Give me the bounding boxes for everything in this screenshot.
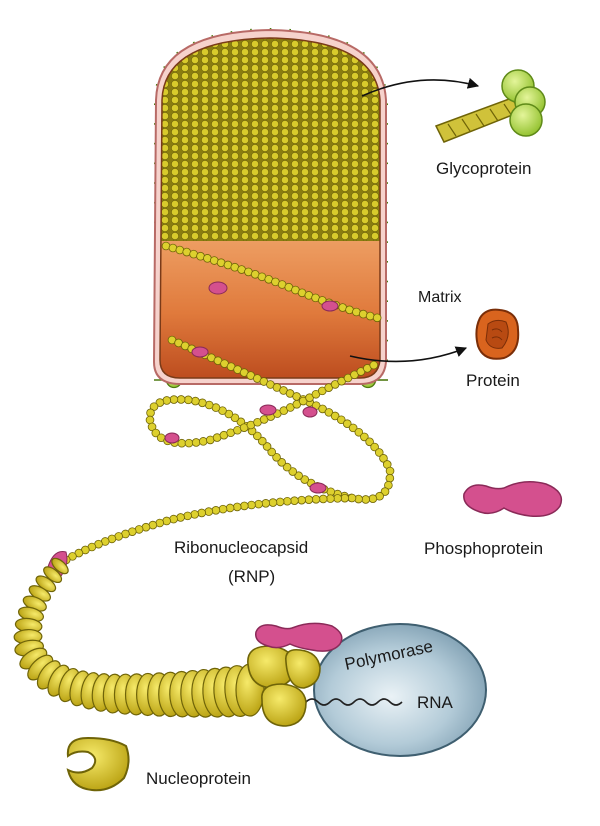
matrix-layer	[160, 225, 380, 378]
matrix-label: Matrix	[418, 289, 462, 306]
nucleocapsid-coil-packed	[160, 38, 380, 241]
ribonucleocapsid-label: Ribonucleocapsid	[174, 538, 308, 557]
glycoprotein-icon	[434, 69, 546, 143]
rna-label: RNA	[417, 693, 454, 712]
arrow-to-protein	[349, 346, 468, 363]
protein-label: Protein	[466, 371, 520, 390]
nucleoprotein-icon	[66, 736, 130, 792]
front-nucleoproteins	[247, 645, 321, 727]
phosphoprotein-label: Phosphoprotein	[424, 539, 543, 558]
nucleocapsid-tail	[13, 557, 265, 718]
polymerase-icon	[313, 623, 487, 757]
glycoprotein-label: Glycoprotein	[436, 159, 531, 178]
matrix-protein-icon	[475, 308, 520, 360]
phosphoprotein-icon	[463, 481, 563, 518]
rnp-label: (RNP)	[228, 567, 275, 586]
arrow-to-glycoprotein	[361, 77, 480, 97]
virion-body	[152, 28, 387, 385]
nucleoprotein-label: Nucleoprotein	[146, 769, 251, 788]
phosphoprotein-on-polymerase	[255, 622, 343, 652]
